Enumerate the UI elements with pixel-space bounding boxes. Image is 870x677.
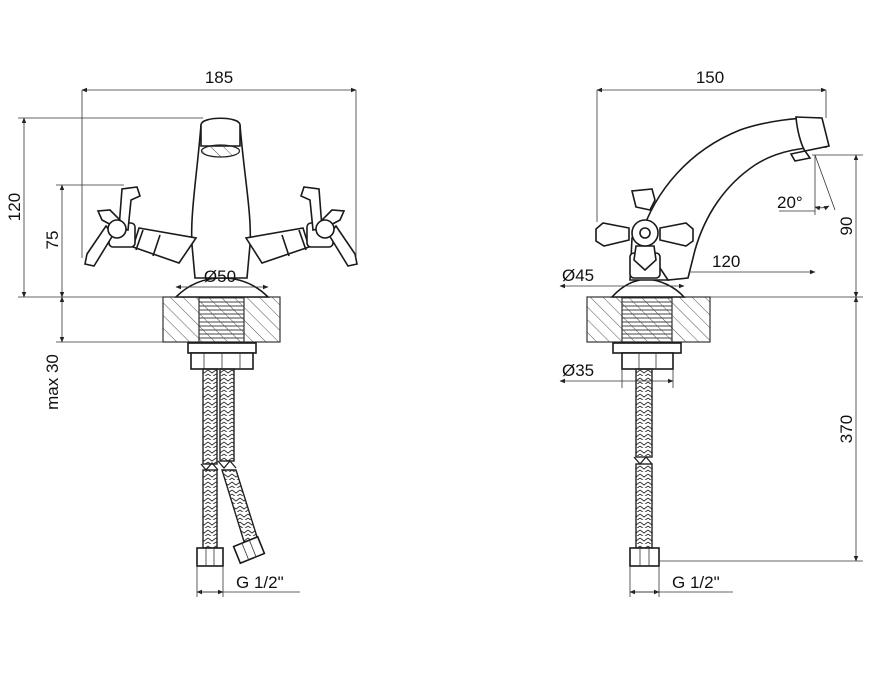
side-hose-length-dim: 370 bbox=[837, 415, 856, 443]
side-countertop-section bbox=[586, 296, 711, 343]
front-hose-nut-left bbox=[196, 547, 224, 567]
side-spout-angle-dim: 20° bbox=[777, 193, 803, 212]
side-mounting-nut bbox=[612, 342, 682, 370]
front-mounting-nut bbox=[187, 342, 257, 370]
front-hose-right bbox=[217, 368, 259, 550]
side-width-dim: 150 bbox=[696, 68, 724, 87]
front-left-valve bbox=[84, 186, 198, 267]
front-handle-height-dim: 75 bbox=[43, 231, 62, 250]
side-cross-handle bbox=[595, 188, 694, 279]
side-view: 150 90 20° 120 Ø45 Ø35 bbox=[559, 68, 863, 597]
front-hose-nut-right bbox=[232, 535, 266, 565]
side-shank-diameter-dim: Ø35 bbox=[562, 361, 594, 380]
front-view: 185 120 75 Ø50 max 30 G 1/2" bbox=[5, 68, 358, 597]
side-spout-reach-dim: 120 bbox=[712, 252, 740, 271]
front-spout bbox=[190, 117, 252, 279]
front-countertop-section bbox=[162, 296, 281, 343]
front-hose-left bbox=[200, 368, 219, 549]
front-dimensions: 185 120 75 Ø50 max 30 G 1/2" bbox=[5, 68, 357, 597]
side-dimensions: 150 90 20° 120 Ø45 Ø35 bbox=[559, 68, 863, 597]
side-base-diameter-dim: Ø45 bbox=[562, 266, 594, 285]
side-hose bbox=[633, 368, 653, 549]
side-hose-nut bbox=[629, 547, 660, 567]
front-right-valve bbox=[244, 186, 358, 267]
front-thread-dim: G 1/2" bbox=[236, 573, 284, 592]
front-max-thickness-dim: max 30 bbox=[43, 354, 62, 410]
front-width-dim: 185 bbox=[205, 68, 233, 87]
side-thread-dim: G 1/2" bbox=[672, 573, 720, 592]
side-base bbox=[610, 278, 686, 298]
front-base-diameter-dim: Ø50 bbox=[204, 267, 236, 286]
front-height-dim: 120 bbox=[5, 193, 24, 221]
side-spout-height-dim: 90 bbox=[837, 217, 856, 236]
